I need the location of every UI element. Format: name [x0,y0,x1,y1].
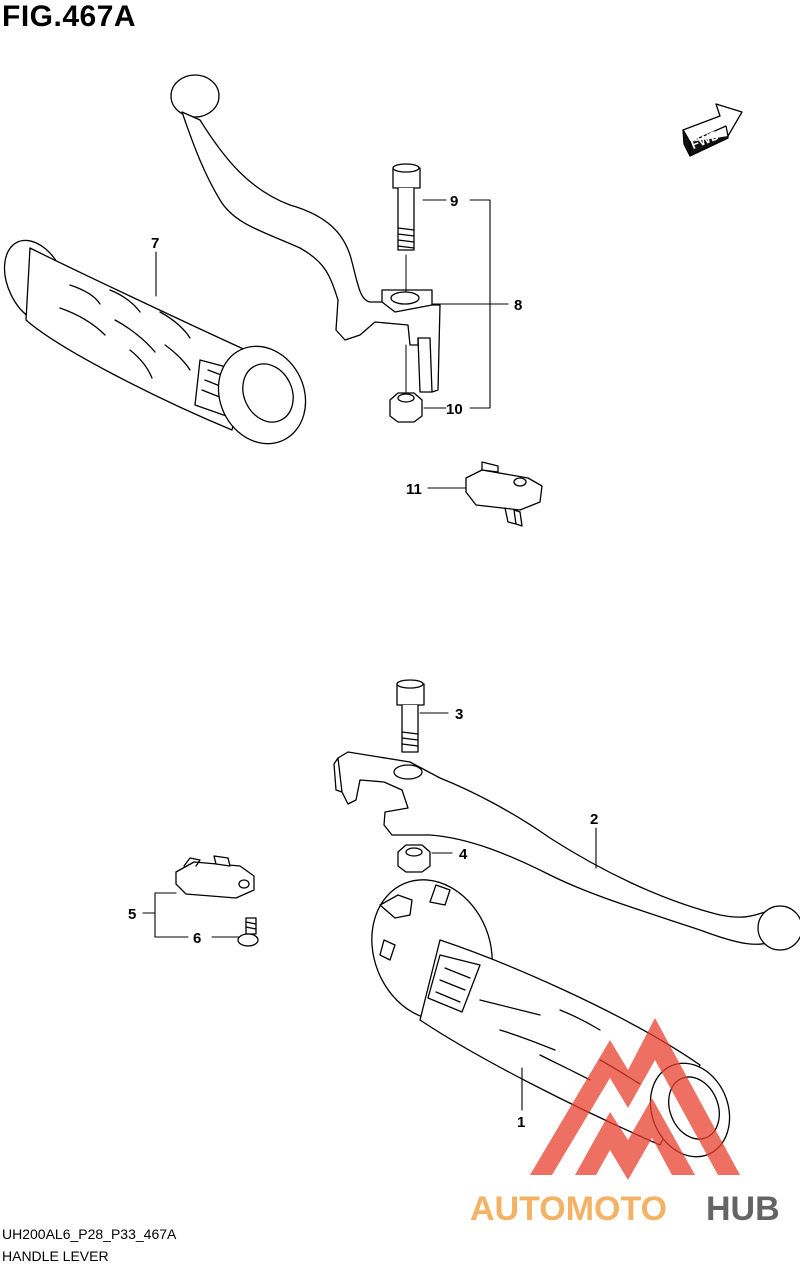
lever-rear-brake-drawing [170,74,441,393]
nut-front-drawing [397,844,431,873]
part-label-5: 5 [128,906,136,923]
automotohub-logo [530,1018,740,1180]
bolt-rear-drawing [392,163,421,293]
fwd-arrow-icon: FWD [682,103,743,157]
diagram-code: UH200AL6_P28_P33_467A [2,1226,177,1242]
diagram-name: HANDLE LEVER [2,1248,109,1264]
switch-front-drawing [175,855,255,899]
logo-text-grey: HUB [706,1190,780,1228]
figure-title: FIG.467A [2,0,137,33]
part-label-2: 2 [590,811,598,828]
part-label-1: 1 [517,1114,525,1131]
part-label-9: 9 [450,193,458,210]
nut-rear-drawing [389,344,423,423]
part-label-3: 3 [455,706,463,723]
part-label-10: 10 [446,401,463,418]
part-label-8: 8 [514,297,522,314]
screw-drawing [237,917,259,947]
grip-left-drawing [3,239,307,445]
leader-lines [142,199,597,1111]
logo-wordmark: AUTOMOTO HUB [470,1190,780,1228]
part-label-6: 6 [193,930,201,947]
lever-front-brake-drawing [333,751,800,951]
part-label-4: 4 [459,846,468,863]
part-label-7: 7 [151,235,159,252]
bolt-front-drawing [396,679,425,753]
switch-rear-drawing [465,461,543,527]
logo-text-red: AUTOMOTO [470,1190,667,1228]
part-label-11: 11 [406,481,422,498]
